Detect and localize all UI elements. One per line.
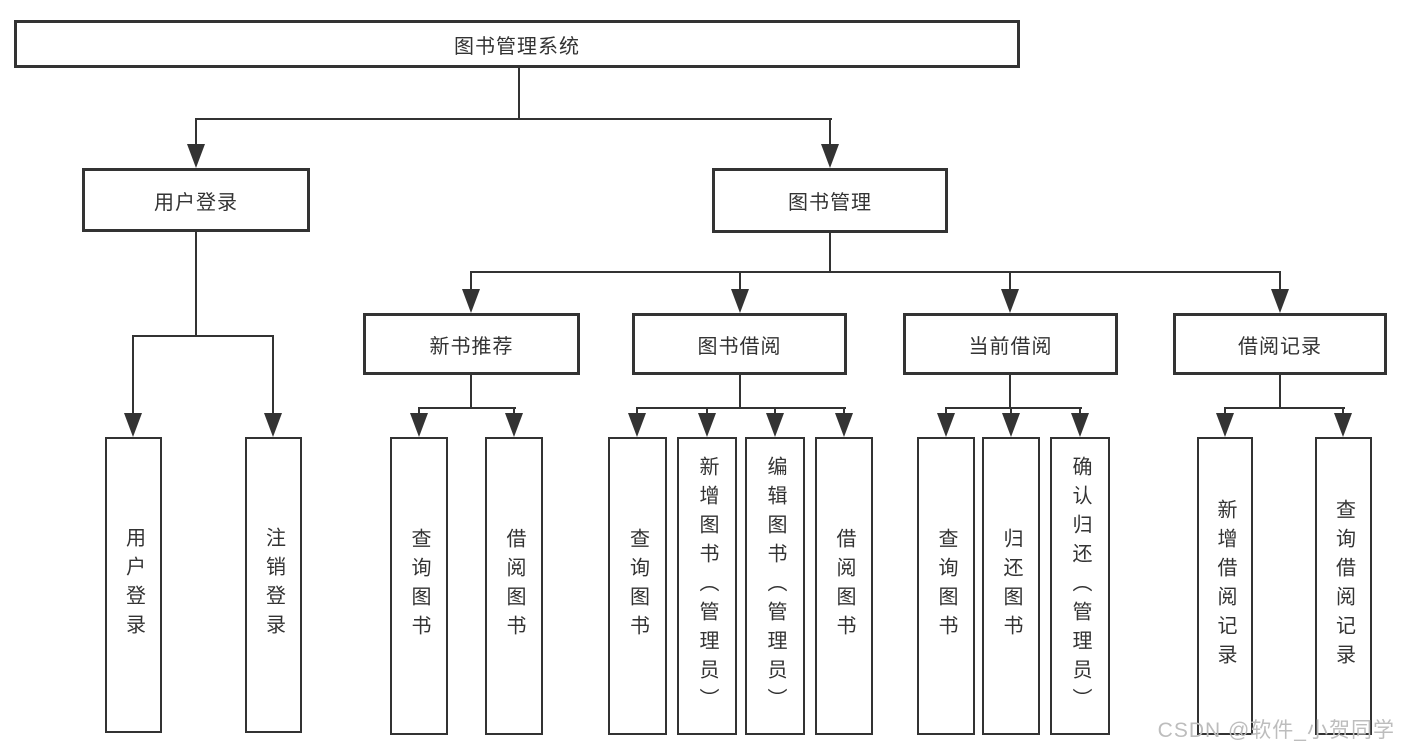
arrowhead-icon	[1271, 289, 1289, 313]
arrowhead-icon	[124, 413, 142, 437]
arrowhead-icon	[505, 413, 523, 437]
connector-line	[470, 271, 1281, 273]
connector-line	[706, 407, 708, 417]
leaf-return-book-label: 归还图书	[1000, 528, 1022, 644]
arrowhead-icon	[462, 289, 480, 313]
connector-line	[1224, 407, 1226, 417]
connector-line	[1279, 375, 1281, 409]
leaf-return-book: 归还图书	[982, 437, 1040, 735]
leaf-confirm-return-admin-label: 确认归还（管理员）	[1069, 455, 1091, 717]
connector-line	[196, 118, 832, 120]
node-new-book-recommend-label: 新书推荐	[429, 335, 514, 358]
node-root-label: 图书管理系统	[454, 35, 580, 58]
arrowhead-icon	[410, 413, 428, 437]
leaf-recommend-borrow-book-label: 借阅图书	[503, 528, 525, 644]
arrowhead-icon	[628, 413, 646, 437]
arrowhead-icon	[264, 413, 282, 437]
connector-line	[829, 233, 831, 273]
connector-line	[1010, 407, 1012, 417]
leaf-recommend-query-book-label: 查询图书	[408, 528, 430, 644]
leaf-recommend-borrow-book: 借阅图书	[485, 437, 543, 735]
connector-line	[418, 407, 420, 417]
node-book-management: 图书管理	[712, 168, 948, 233]
connector-line	[945, 407, 1082, 409]
leaf-add-borrow-record-label: 新增借阅记录	[1214, 499, 1236, 673]
arrowhead-icon	[187, 144, 205, 168]
connector-line	[1224, 407, 1345, 409]
arrowhead-icon	[1071, 413, 1089, 437]
watermark: CSDN @软件_小贺同学	[1157, 719, 1395, 742]
connector-line	[470, 271, 472, 291]
arrowhead-icon	[1002, 413, 1020, 437]
node-new-book-recommend: 新书推荐	[363, 313, 580, 375]
connector-line	[1079, 407, 1081, 417]
leaf-edit-book-admin-label: 编辑图书（管理员）	[764, 455, 786, 717]
arrowhead-icon	[766, 413, 784, 437]
connector-line	[945, 407, 947, 417]
connector-line	[739, 271, 741, 291]
leaf-edit-book-admin: 编辑图书（管理员）	[745, 437, 805, 735]
connector-line	[470, 375, 472, 409]
connector-line	[418, 407, 516, 409]
connector-line	[195, 118, 197, 146]
connector-line	[1279, 271, 1281, 291]
leaf-logout: 注销登录	[245, 437, 302, 733]
leaf-current-query-book-label: 查询图书	[935, 528, 957, 644]
arrowhead-icon	[1216, 413, 1234, 437]
connector-line	[195, 232, 197, 337]
arrowhead-icon	[835, 413, 853, 437]
connector-line	[1009, 271, 1011, 291]
connector-line	[518, 68, 520, 120]
node-user-login-label: 用户登录	[154, 191, 238, 214]
connector-line	[636, 407, 846, 409]
connector-line	[513, 407, 515, 417]
connector-line	[132, 335, 274, 337]
arrowhead-icon	[698, 413, 716, 437]
arrowhead-icon	[821, 144, 839, 168]
leaf-recommend-query-book: 查询图书	[390, 437, 448, 735]
node-book-borrow: 图书借阅	[632, 313, 847, 375]
arrowhead-icon	[1001, 289, 1019, 313]
arrowhead-icon	[1334, 413, 1352, 437]
node-current-borrow-label: 当前借阅	[968, 335, 1053, 358]
connector-line	[774, 407, 776, 417]
node-borrow-record-label: 借阅记录	[1238, 335, 1322, 358]
leaf-logout-label: 注销登录	[262, 527, 285, 643]
leaf-borrow-query-book-label: 查询图书	[626, 528, 649, 644]
leaf-current-query-book: 查询图书	[917, 437, 975, 735]
node-current-borrow: 当前借阅	[903, 313, 1118, 375]
leaf-confirm-return-admin: 确认归还（管理员）	[1050, 437, 1110, 735]
node-root: 图书管理系统	[14, 20, 1020, 68]
leaf-add-book-admin-label: 新增图书（管理员）	[696, 455, 718, 717]
connector-line	[1009, 375, 1011, 409]
connector-line	[829, 118, 831, 146]
leaf-borrow-book: 借阅图书	[815, 437, 873, 735]
leaf-add-book-admin: 新增图书（管理员）	[677, 437, 737, 735]
node-book-management-label: 图书管理	[788, 192, 872, 214]
leaf-borrow-query-book: 查询图书	[608, 437, 667, 735]
leaf-user-login-label: 用户登录	[122, 527, 145, 643]
connector-line	[1342, 407, 1344, 417]
leaf-query-borrow-record-label: 查询借阅记录	[1332, 499, 1355, 673]
connector-line	[132, 335, 134, 415]
connector-line	[272, 335, 274, 415]
leaf-query-borrow-record: 查询借阅记录	[1315, 437, 1372, 735]
leaf-user-login: 用户登录	[105, 437, 162, 733]
node-user-login: 用户登录	[82, 168, 310, 232]
leaf-borrow-book-label: 借阅图书	[833, 528, 855, 644]
node-book-borrow-label: 图书借阅	[697, 335, 782, 358]
connector-line	[739, 375, 741, 409]
leaf-add-borrow-record: 新增借阅记录	[1197, 437, 1253, 735]
arrowhead-icon	[937, 413, 955, 437]
connector-line	[843, 407, 845, 417]
connector-line	[636, 407, 638, 417]
arrowhead-icon	[731, 289, 749, 313]
node-borrow-record: 借阅记录	[1173, 313, 1387, 375]
